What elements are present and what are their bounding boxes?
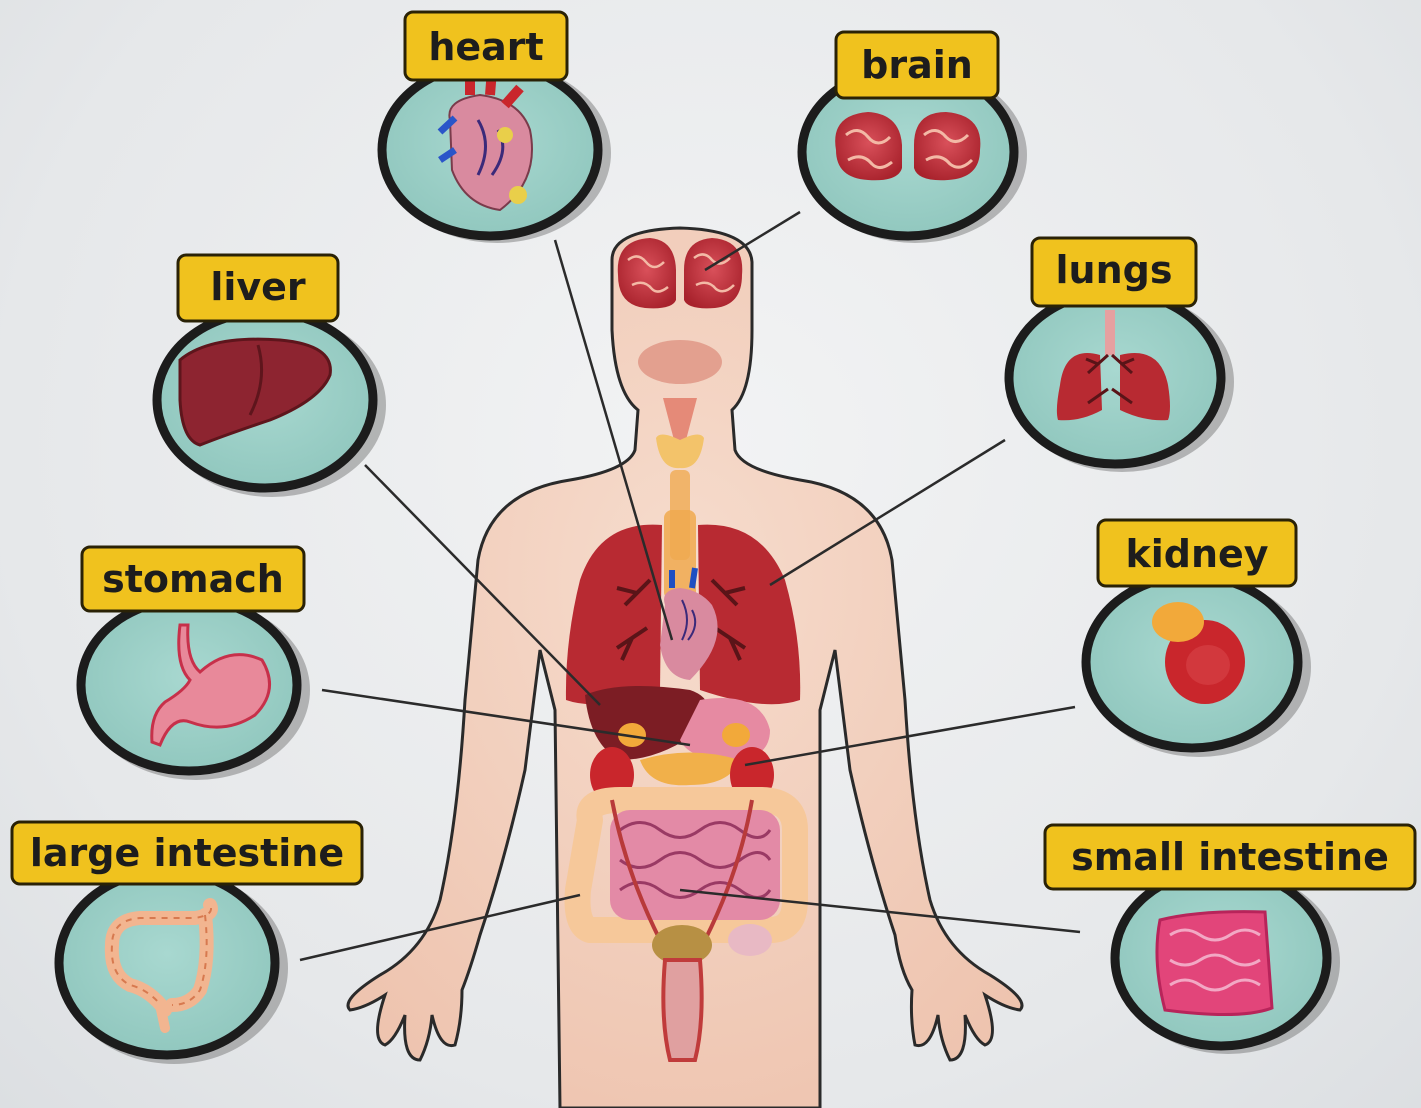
body-reproductive bbox=[663, 960, 701, 1060]
body-figure bbox=[348, 228, 1022, 1108]
callout-small-intestine: small intestine bbox=[1045, 825, 1415, 1054]
callout-liver: liver bbox=[157, 255, 386, 497]
callout-lungs: lungs bbox=[1009, 238, 1234, 472]
label-kidney: kidney bbox=[1125, 532, 1268, 576]
body-adrenal-right bbox=[722, 723, 750, 747]
label-lungs: lungs bbox=[1056, 248, 1173, 292]
body-small-intestine bbox=[610, 810, 780, 920]
label-heart: heart bbox=[428, 25, 543, 69]
label-large-intestine: large intestine bbox=[30, 831, 344, 875]
label-small-intestine: small intestine bbox=[1071, 835, 1389, 879]
body-mouth bbox=[638, 340, 722, 384]
label-brain: brain bbox=[861, 43, 973, 87]
callout-large-intestine: large intestine bbox=[12, 822, 362, 1064]
callout-brain: brain bbox=[802, 32, 1027, 243]
small-intestine-icon bbox=[1157, 912, 1272, 1015]
callout-kidney: kidney bbox=[1086, 520, 1311, 757]
label-stomach: stomach bbox=[102, 557, 284, 601]
label-liver: liver bbox=[210, 265, 306, 309]
callout-stomach: stomach bbox=[81, 547, 310, 780]
callout-heart: heart bbox=[382, 12, 611, 243]
body-ovary bbox=[728, 924, 772, 956]
